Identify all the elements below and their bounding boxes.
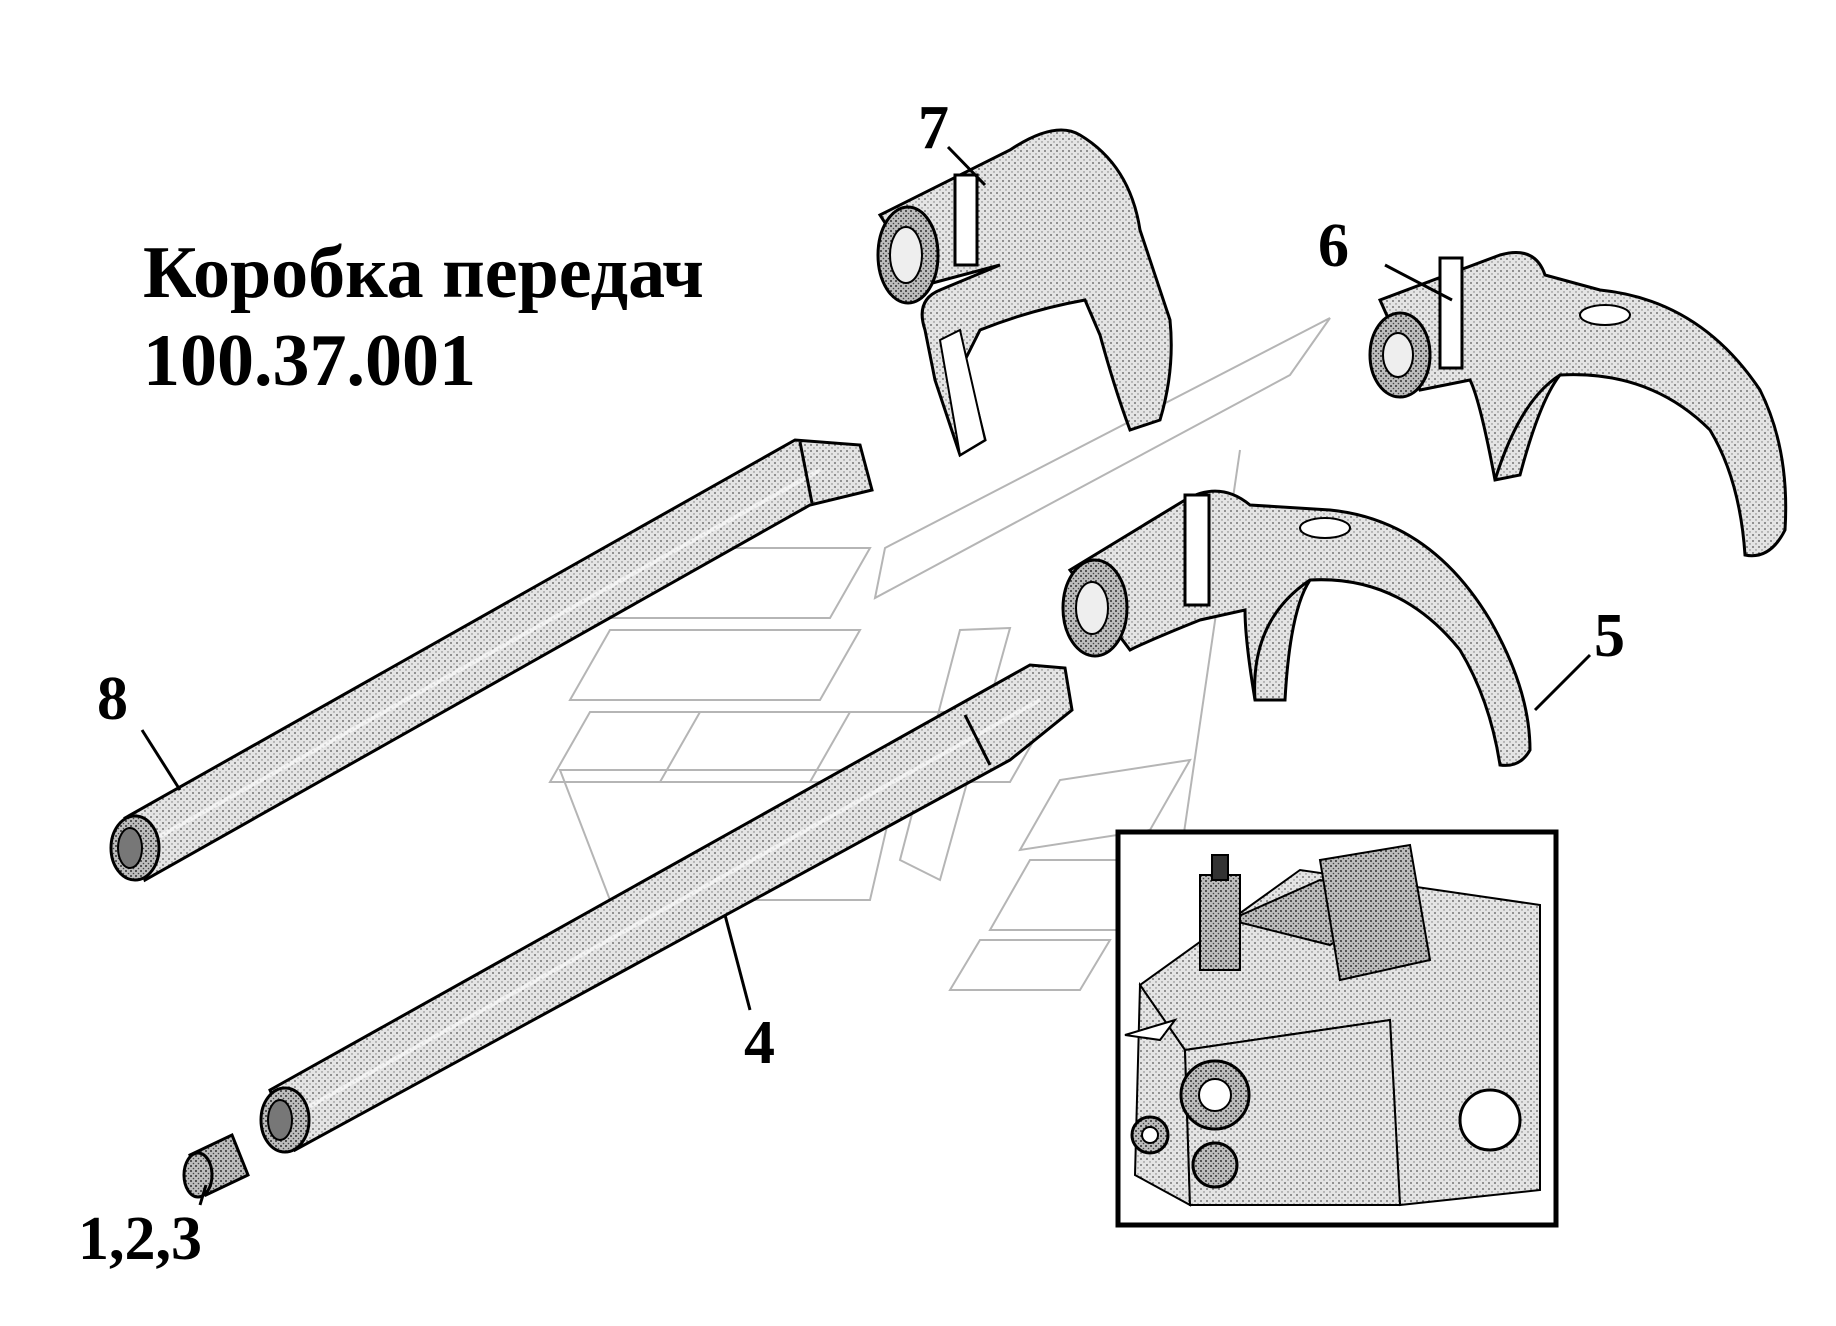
callout-5: 5 (1594, 602, 1625, 670)
part-4-shift-rod (259, 663, 1074, 1154)
gearbox-location-inset (1115, 829, 1559, 1228)
gearbox-housing-sketch (1124, 843, 1541, 1207)
leader-line-1-2-3 (198, 1184, 208, 1206)
catalog-number: 100.37.001 (143, 320, 476, 402)
part-6-shift-fork (1368, 251, 1788, 558)
leader-line-6 (1384, 263, 1453, 302)
leader-line-5 (1533, 653, 1592, 712)
callout-1-2-3: 1,2,3 (78, 1205, 202, 1273)
callout-8: 8 (97, 665, 128, 733)
part-1-2-3-bushing (182, 1132, 250, 1199)
part-7-shift-fork (876, 128, 1173, 458)
callout-6: 6 (1318, 212, 1349, 280)
leader-line-4 (723, 914, 752, 1011)
part-5-shift-fork (1061, 489, 1532, 767)
leader-line-7 (946, 145, 987, 187)
part-8-shift-rod (109, 438, 874, 883)
callout-7: 7 (918, 94, 949, 162)
diagram-title: Коробка передач (143, 232, 704, 314)
callout-4: 4 (744, 1009, 775, 1077)
leader-line-8 (140, 729, 182, 791)
leader-lines (140, 145, 1592, 1206)
